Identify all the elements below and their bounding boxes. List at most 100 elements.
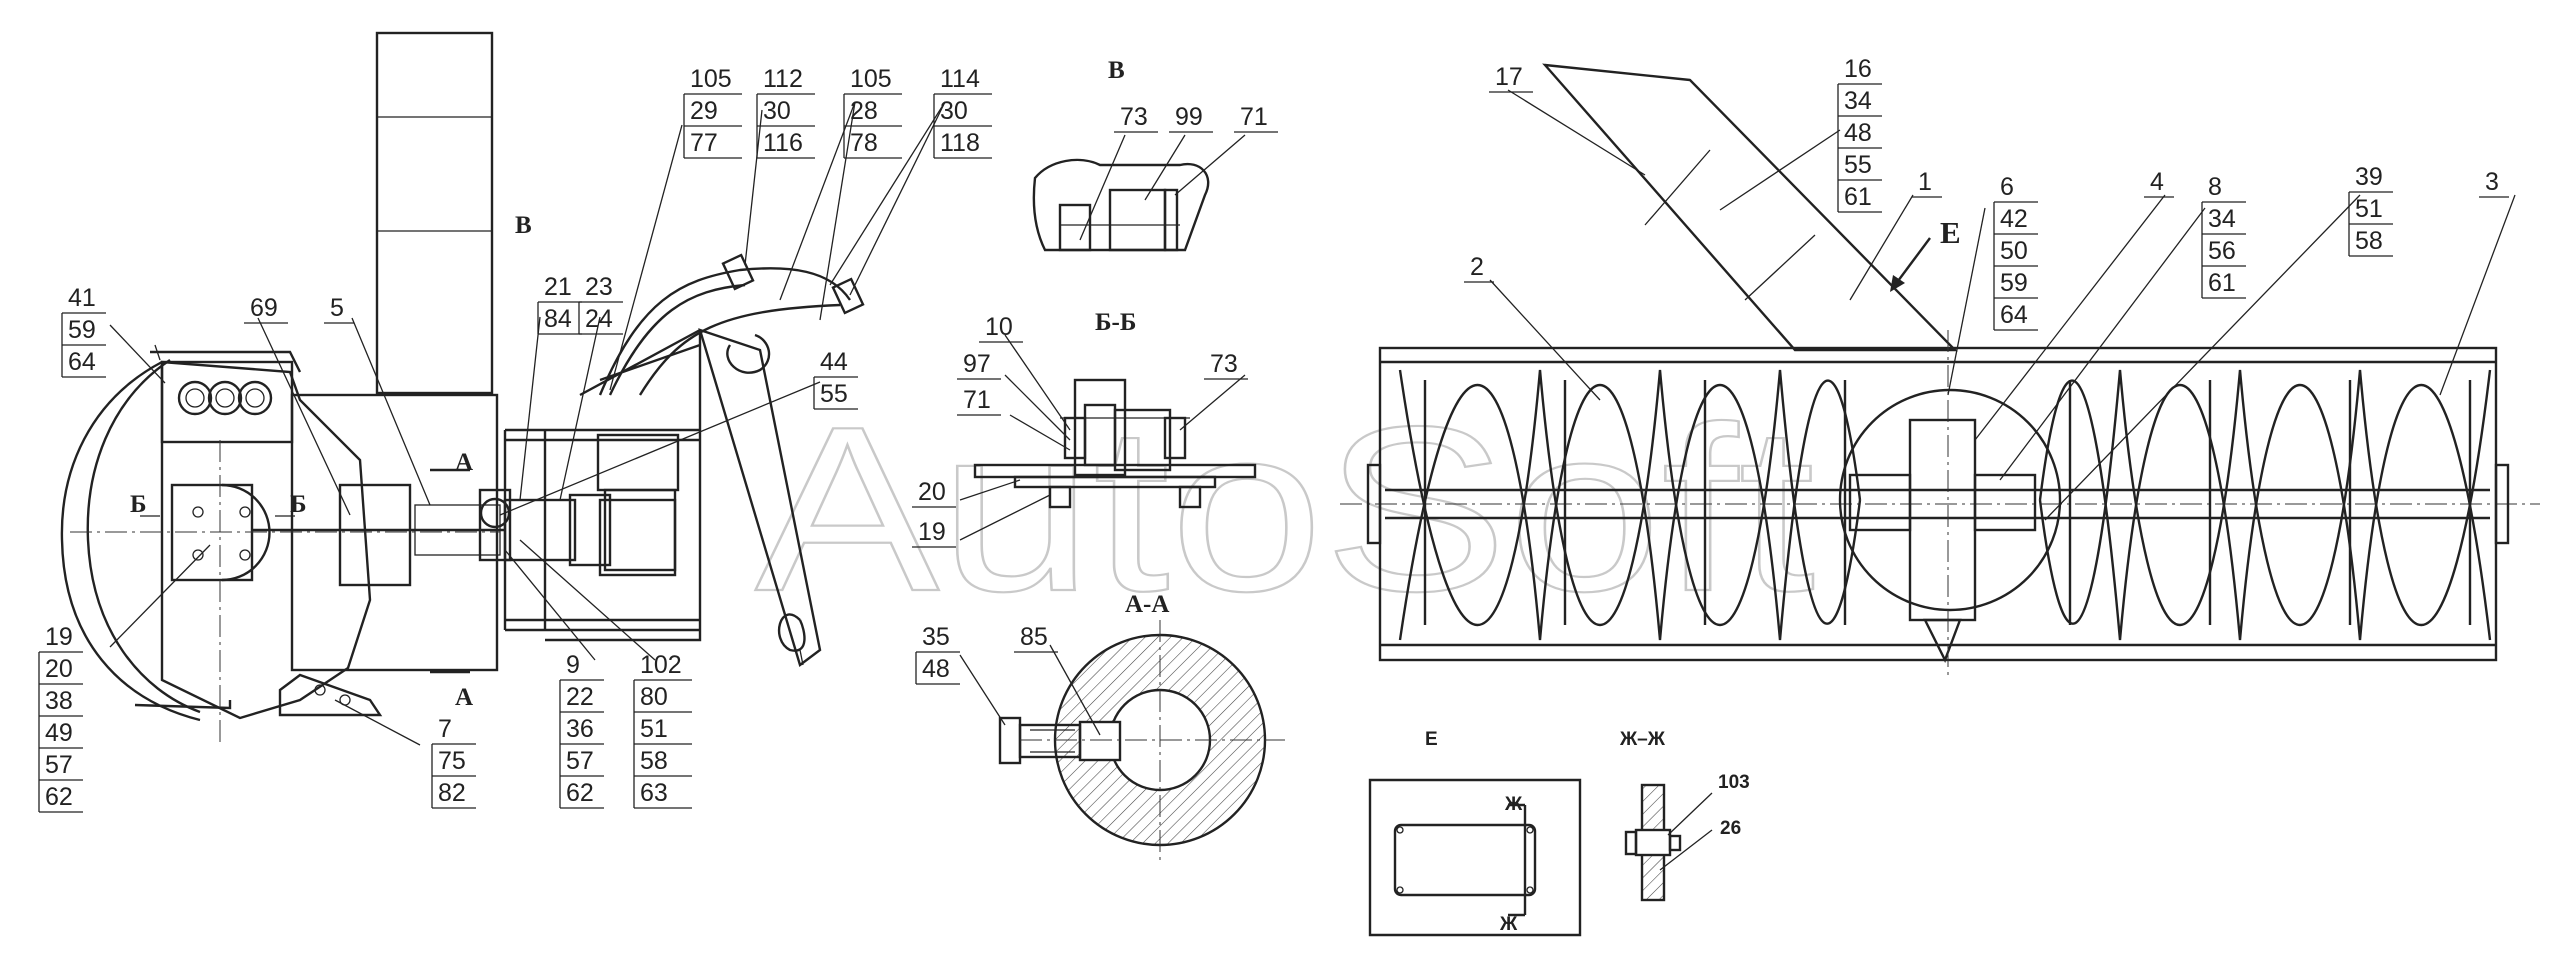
callout-number: 17 <box>1495 63 1523 91</box>
callout-number: 59 <box>2000 269 2028 297</box>
callout-number: 82 <box>438 779 466 807</box>
section-zh-zh-title: Ж–Ж <box>1619 729 1666 750</box>
callout-number: 2 <box>1470 253 1484 281</box>
callout-number: 42 <box>2000 205 2028 233</box>
section-b-right-marker: Б <box>290 491 307 518</box>
callout-number: 105 <box>850 65 892 93</box>
callout-c5: 5 <box>324 294 354 324</box>
callout-number: 58 <box>2355 227 2383 255</box>
callout-number: 78 <box>850 129 878 157</box>
callout-number: 62 <box>566 779 594 807</box>
callout-number: 55 <box>1844 151 1872 179</box>
callout-number: 63 <box>640 779 668 807</box>
callout-number: 64 <box>68 348 96 376</box>
callout-c71b: 71 <box>957 386 1001 416</box>
callout-number: 28 <box>850 97 878 125</box>
callout-number: 49 <box>45 719 73 747</box>
callout-number: 22 <box>566 683 594 711</box>
section-a-a-title: А-А <box>1125 591 1169 618</box>
callout-number: 73 <box>1120 103 1148 131</box>
callout-number: 73 <box>1210 350 1238 378</box>
callout-number: 114 <box>940 65 980 93</box>
callout-number: 85 <box>1020 623 1048 651</box>
section-zh-top-marker: Ж <box>1504 794 1523 815</box>
callout-c6: 6 42 50 59 64 <box>1993 173 2038 331</box>
callout-number: 4 <box>2150 168 2164 196</box>
callout-number: 23 <box>585 273 613 301</box>
callout-number: 99 <box>1175 103 1203 131</box>
callout-c103: 103 <box>1718 772 1750 793</box>
callout-number: 16 <box>1844 55 1872 83</box>
chute-pipe <box>375 31 494 395</box>
view-e-title: Е <box>1425 729 1438 750</box>
callout-number: 51 <box>2355 195 2383 223</box>
section-zh-bottom-marker: Ж <box>1499 914 1518 935</box>
callout-c26: 26 <box>1720 818 1741 839</box>
leader-lines <box>109 89 2516 871</box>
callout-number: 8 <box>2208 173 2222 201</box>
callout-number: 80 <box>640 683 668 711</box>
callout-c19b: 19 <box>912 518 956 548</box>
hitch-frame <box>698 328 822 667</box>
callout-c73b: 73 <box>1204 350 1248 380</box>
callout-number: 29 <box>690 97 718 125</box>
callout-number: 51 <box>640 715 668 743</box>
callout-c85: 85 <box>1014 623 1058 653</box>
callout-number: 71 <box>1240 103 1268 131</box>
callout-number: 5 <box>330 294 344 322</box>
callout-number: 84 <box>544 305 572 333</box>
skid <box>278 673 383 717</box>
callout-number: 21 <box>544 273 572 301</box>
callout-c17: 17 <box>1489 63 1533 93</box>
hose-1 <box>598 267 851 396</box>
callout-c71v: 71 <box>1234 103 1278 133</box>
callout-c105b: 105 28 78 <box>843 65 902 159</box>
callout-number: 64 <box>2000 301 2028 329</box>
callout-number: 50 <box>2000 237 2028 265</box>
callout-number: 19 <box>45 623 73 651</box>
callout-number: 30 <box>763 97 791 125</box>
callout-number: 57 <box>566 747 594 775</box>
callout-number: 44 <box>820 348 848 376</box>
callout-c99: 99 <box>1169 103 1213 133</box>
callout-number: 57 <box>45 751 73 779</box>
callout-number: 35 <box>922 623 950 651</box>
hitch-hook-top <box>726 333 771 374</box>
callout-number: 36 <box>566 715 594 743</box>
callout-c3: 3 <box>2479 168 2509 198</box>
callout-number: 38 <box>45 687 73 715</box>
callout-number: 26 <box>1720 818 1741 839</box>
callout-number: 48 <box>1844 119 1872 147</box>
section-b-left-marker: Б <box>130 491 147 518</box>
callout-c4: 4 <box>2144 168 2174 198</box>
view-v-marker: В <box>515 212 532 239</box>
callout-number: 6 <box>2000 173 2014 201</box>
arrow-e-label: Е <box>1940 215 1961 250</box>
section-zh-zh-detail <box>1624 783 1682 902</box>
callout-number: 24 <box>585 305 613 333</box>
section-labels: В Б-Б А-А Е Ж–Ж Е А А Б Б Ж Ж В <box>130 57 1961 935</box>
callout-number: 19 <box>918 518 946 546</box>
callout-number: 55 <box>820 380 848 408</box>
callout-number: 77 <box>690 129 718 157</box>
top-chute <box>1542 63 1958 352</box>
section-a-top-marker: А <box>455 449 473 476</box>
callout-c2: 2 <box>1464 253 1494 283</box>
callout-number: 112 <box>763 65 803 93</box>
callout-number: 105 <box>690 65 732 93</box>
callout-number: 75 <box>438 747 466 775</box>
section-v-title: В <box>1108 57 1125 84</box>
side-view <box>60 31 865 745</box>
callout-number: 62 <box>45 783 73 811</box>
watermark: AutoSoft <box>755 377 1815 640</box>
callout-number: 103 <box>1718 772 1750 793</box>
